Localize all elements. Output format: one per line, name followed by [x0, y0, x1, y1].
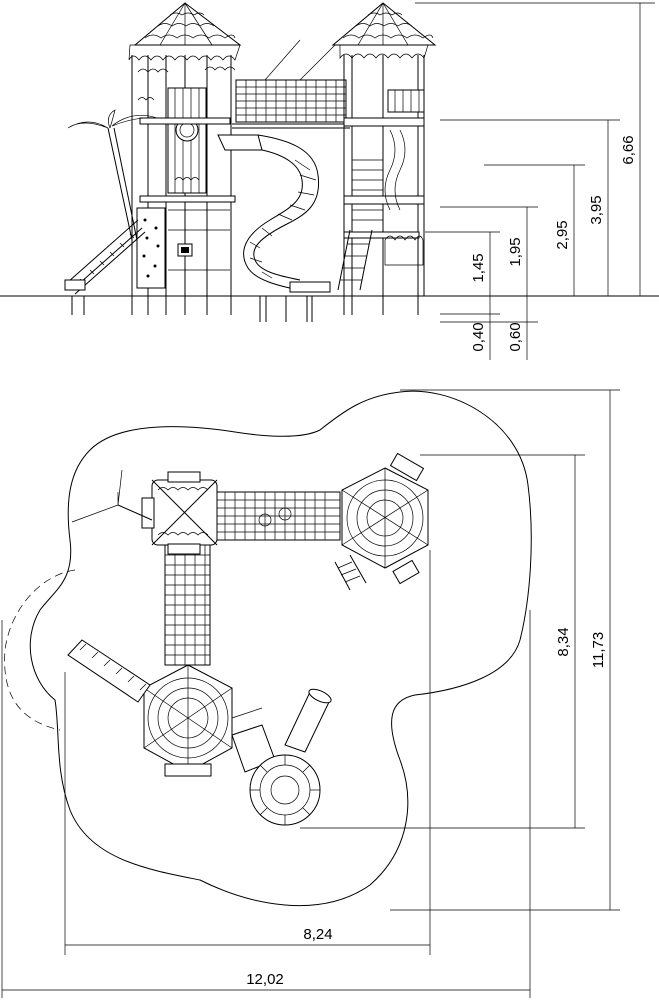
dim-roof-level: 3,95	[588, 195, 605, 224]
dim-low-deck: 1,45	[470, 253, 487, 282]
dim-width-structure: 8,24	[303, 926, 332, 943]
dim-below-ground-right: 0,60	[507, 322, 524, 351]
dim-depth-structure: 8,34	[555, 627, 572, 656]
palm-plan	[71, 469, 153, 523]
plan-dimensions: 8,34 11,73 8,24 12,02	[1, 389, 620, 998]
dim-width-total: 12,02	[246, 971, 284, 988]
tower-plan-top-left	[141, 471, 218, 555]
palm-tree	[67, 109, 158, 241]
tower-plan-top-right	[334, 452, 429, 591]
straight-slide-plan	[67, 639, 151, 703]
plan-view: 8,34 11,73 8,24 12,02	[1, 389, 620, 998]
net-bridge-plan	[214, 491, 341, 541]
dim-mid-deck: 1,95	[507, 237, 524, 266]
left-tower	[128, 2, 242, 296]
straight-slide-side	[64, 219, 146, 295]
ladder-plan	[334, 554, 367, 591]
right-tower	[331, 2, 437, 296]
foundation-posts	[71, 296, 419, 322]
left-tower-roof	[133, 2, 242, 46]
spiral-slide-side	[217, 134, 331, 293]
safety-zone-outline	[29, 390, 532, 907]
net-bridge-side	[232, 39, 350, 129]
right-tower-upper-deck	[343, 117, 425, 127]
dim-total-height: 6,66	[620, 135, 637, 164]
access-ladder	[337, 229, 373, 291]
spiral-slide-plan	[231, 688, 332, 826]
dim-below-ground-left: 0,40	[470, 322, 487, 351]
left-tower-lower-deck	[139, 195, 236, 203]
elevation-view: 6,66 3,95 2,95 1,95 1,45 0,40 0,	[0, 2, 659, 360]
climbing-wall	[136, 207, 166, 289]
left-tower-upper-deck	[139, 117, 231, 125]
dim-depth-total: 11,73	[590, 632, 607, 668]
tower-plan-bottom-left	[143, 664, 263, 777]
elevation-dimensions: 6,66 3,95 2,95 1,95 1,45 0,40 0,	[415, 2, 655, 360]
dim-upper-deck: 2,95	[554, 220, 571, 249]
right-tower-roof	[331, 2, 437, 46]
net-bridge-plan-vertical	[164, 544, 211, 666]
right-tower-mid-deck	[343, 195, 425, 205]
